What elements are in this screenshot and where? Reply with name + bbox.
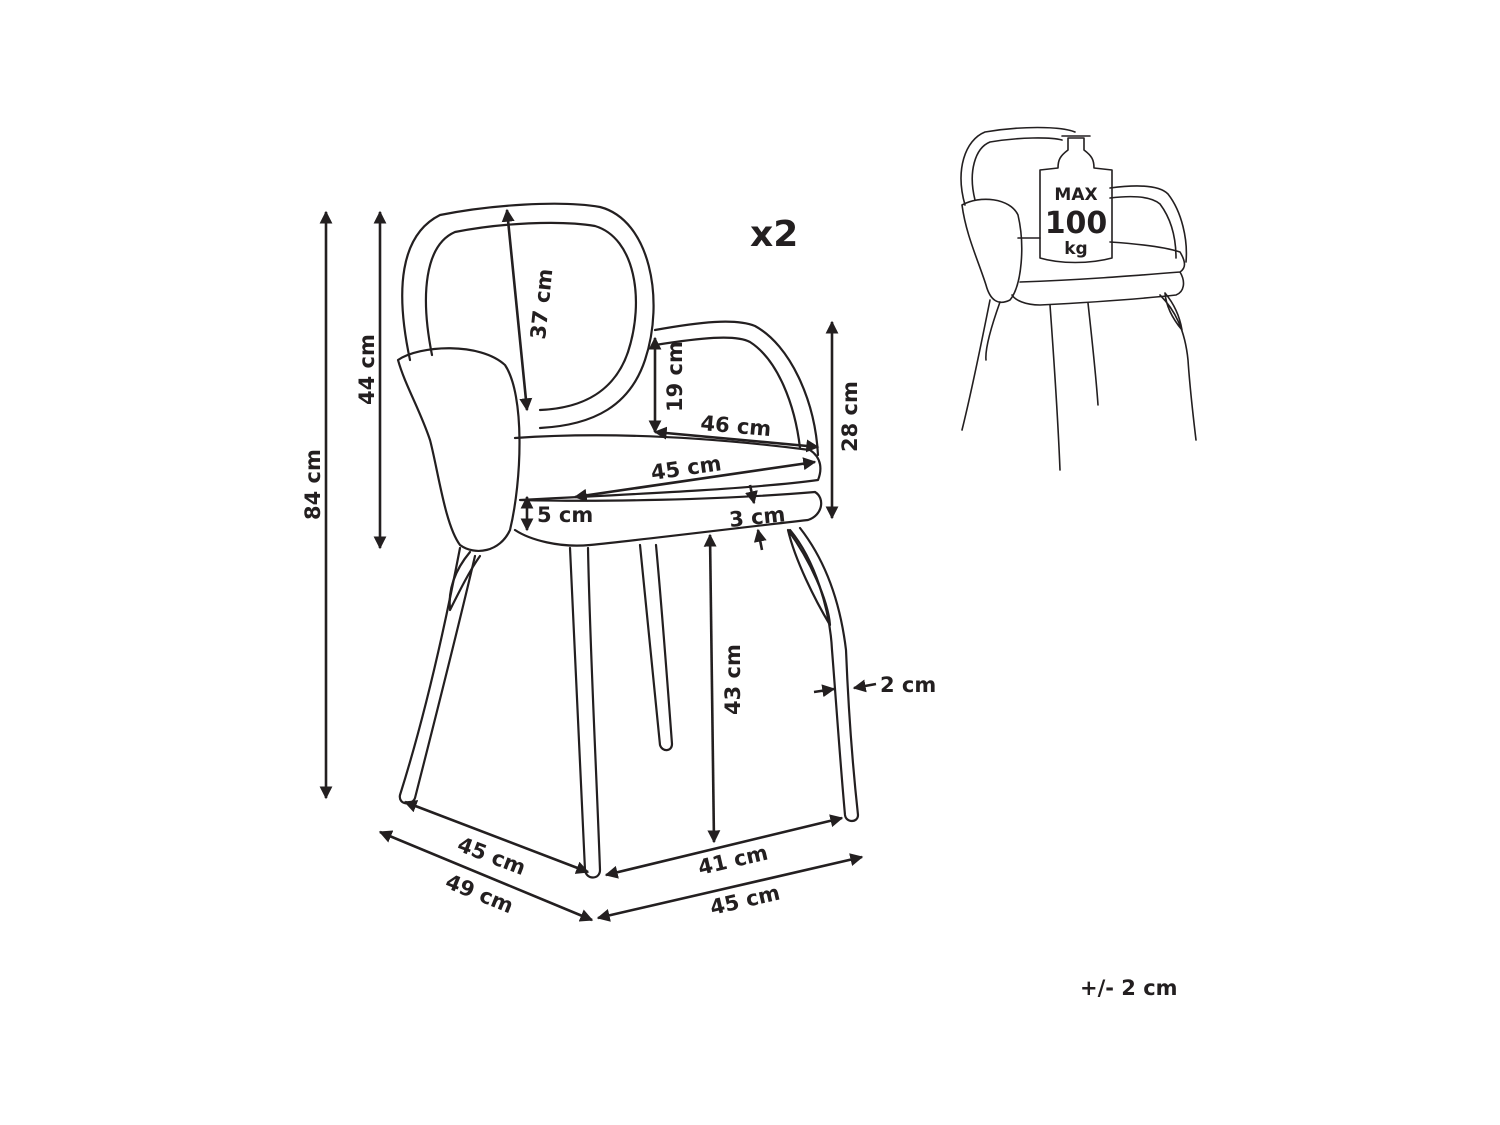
seat-cushion [513,434,823,547]
thumb-arm [1109,185,1188,263]
dimension-labels: 84 cm 44 cm 37 cm 19 cm 46 cm 28 cm 45 c… [301,214,1178,1000]
label-armrest-height: 19 cm [663,341,687,412]
thumb-legs [961,292,1197,471]
backrest-inner [424,221,638,412]
label-cushion-base: 3 cm [728,502,786,532]
chair-drawing [396,202,860,879]
label-cushion-thickness: 5 cm [537,503,593,527]
label-width-inner: 41 cm [696,841,770,880]
backrest-outer [401,202,655,430]
front-right-leg-inner [786,528,832,627]
label-depth-inner: 45 cm [454,832,529,880]
label-armrest-total-height: 28 cm [838,381,862,452]
weight-icon [1039,135,1113,264]
max-load-line3: kg [1064,239,1087,259]
dimension-lines [319,208,877,922]
front-right-leg [788,526,860,823]
label-seat-width: 45 cm [649,451,723,485]
max-load-line2: 100 [1045,206,1108,241]
max-load-line1: MAX [1054,185,1097,205]
armrest [653,320,820,457]
label-width-total: 45 cm [708,881,782,920]
label-total-height: 84 cm [301,449,325,520]
label-backrest-height: 44 cm [355,334,379,405]
label-seat-height: 43 cm [721,644,745,715]
back-left-leg [568,546,602,879]
label-depth-total: 49 cm [442,869,517,918]
front-left-leg [398,546,477,805]
front-left-leg-inner [448,550,482,612]
label-backrest-inner: 37 cm [526,268,557,341]
side-panel [396,347,521,552]
max-load-illustration: MAX 100 kg [960,126,1197,471]
tolerance-label: +/- 2 cm [1080,976,1178,1000]
back-middle-leg [638,543,674,752]
thumb-side-panel [961,198,1023,304]
thumb-backrest [960,126,1076,206]
label-leg-thickness: 2 cm [880,673,936,697]
quantity-label: x2 [750,214,798,255]
thumb-seat [1011,237,1186,306]
